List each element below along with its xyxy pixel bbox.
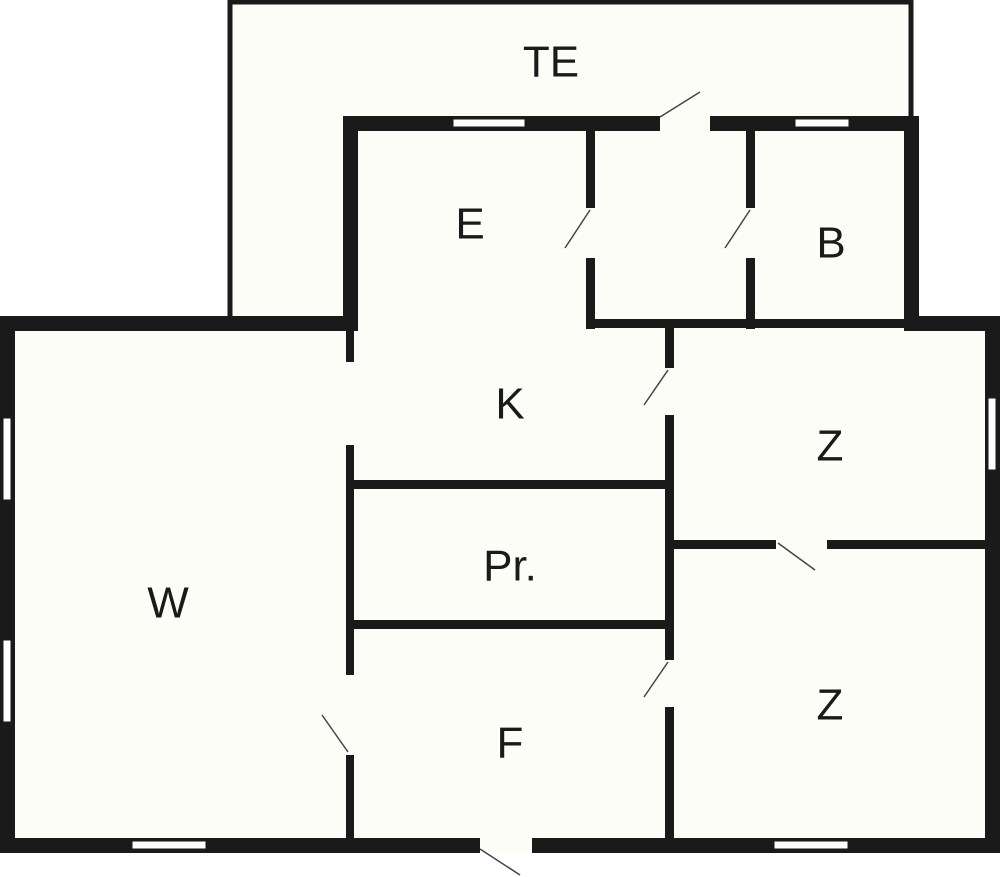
room-label-entry: E xyxy=(455,200,484,249)
room-label-terrace: TE xyxy=(523,38,579,87)
doors xyxy=(321,91,827,876)
room-label-kitchen: K xyxy=(495,380,524,429)
room-label-bath: B xyxy=(816,219,845,268)
room-label-pantry: Pr. xyxy=(483,542,537,591)
windows xyxy=(2,118,997,850)
room-label-hall: F xyxy=(497,719,524,768)
room-labels: TE E B K Z Pr. W Z F xyxy=(147,38,845,768)
room-label-room2: Z xyxy=(817,681,844,730)
room-label-room1: Z xyxy=(817,422,844,471)
room-label-living: W xyxy=(147,579,189,628)
